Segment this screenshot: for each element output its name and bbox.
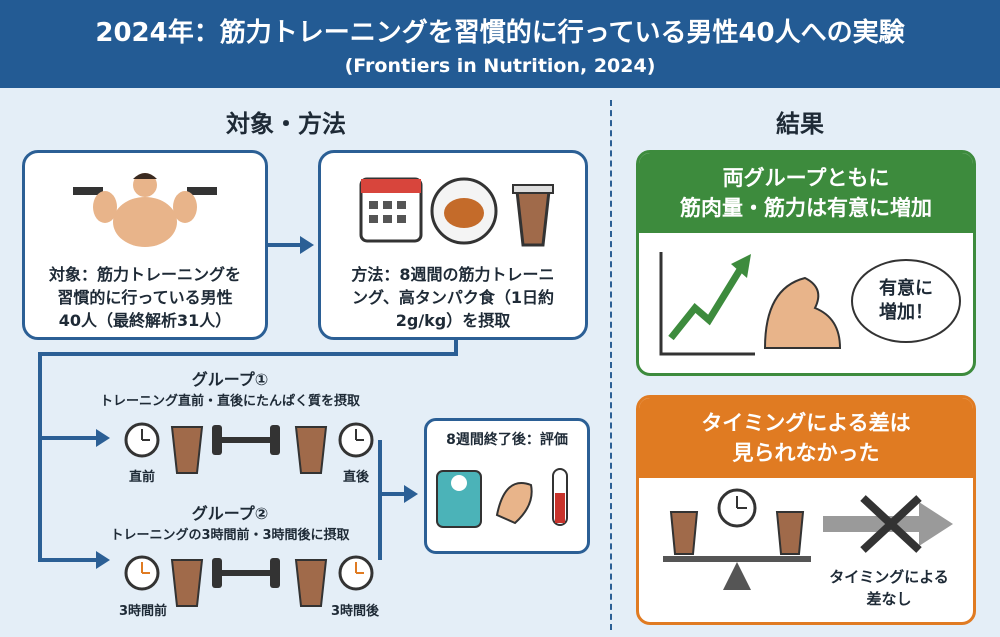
growth-chart-arm-icon — [659, 252, 842, 356]
result2-caption: タイミングによる差なし — [829, 568, 949, 608]
result1-card: 両グループともに筋肉量・筋力は有意に増加 有意に増加！ — [636, 150, 976, 376]
result1-bubble: 有意に増加！ — [851, 259, 961, 343]
connector — [38, 436, 98, 440]
calendar-chicken-shake-icon — [359, 177, 554, 247]
evaluation-box: 8週間終了後：評価 — [424, 418, 590, 554]
connector — [38, 352, 458, 356]
crossed-arrow-icon — [823, 495, 953, 553]
group1-before-label: 直前 — [128, 470, 155, 485]
connector — [38, 558, 98, 562]
divider — [610, 100, 612, 630]
arrow-icon — [300, 236, 314, 254]
group1-timeline-icon — [124, 422, 374, 474]
header: 2024年：筋力トレーニングを習慣的に行っている男性40人への実験 (Front… — [0, 0, 1000, 88]
group1-desc: トレーニング直前・直後にたんぱく質を摂取 — [99, 394, 360, 409]
result2-card: タイミングによる差は見られなかった タイミングによる差なし — [636, 395, 976, 625]
results-heading: 結果 — [776, 110, 824, 138]
connector — [38, 352, 42, 562]
arrow-icon — [96, 429, 110, 447]
page-title: 2024年：筋力トレーニングを習慣的に行っている男性40人への実験 — [95, 18, 905, 48]
group2-timeline-icon — [124, 555, 374, 607]
result2-title: タイミングによる差は見られなかった — [639, 398, 973, 478]
page-subtitle: (Frontiers in Nutrition, 2024) — [344, 55, 656, 77]
connector — [378, 492, 406, 496]
methods-heading: 対象・方法 — [226, 110, 346, 138]
group2-title: グループ② — [191, 504, 269, 523]
evaluation-label: 8週間終了後：評価 — [446, 432, 568, 448]
group2-desc: トレーニングの3時間前・3時間後に摂取 — [110, 528, 350, 543]
scale-arm-bloodtest-icon — [436, 468, 568, 528]
arrow-icon — [96, 551, 110, 569]
connector — [378, 440, 382, 560]
connector — [268, 243, 302, 247]
group1-title: グループ① — [191, 370, 269, 389]
connector — [454, 340, 458, 356]
arrow-icon — [404, 485, 418, 503]
bodybuilder-icon — [73, 173, 217, 247]
balance-scale-icon — [663, 488, 811, 590]
group2-before-label: 3時間前 — [118, 604, 168, 619]
group2-after-label: 3時間後 — [330, 604, 380, 619]
group1-after-label: 直後 — [342, 470, 369, 485]
result1-title: 両グループともに筋肉量・筋力は有意に増加 — [639, 153, 973, 233]
